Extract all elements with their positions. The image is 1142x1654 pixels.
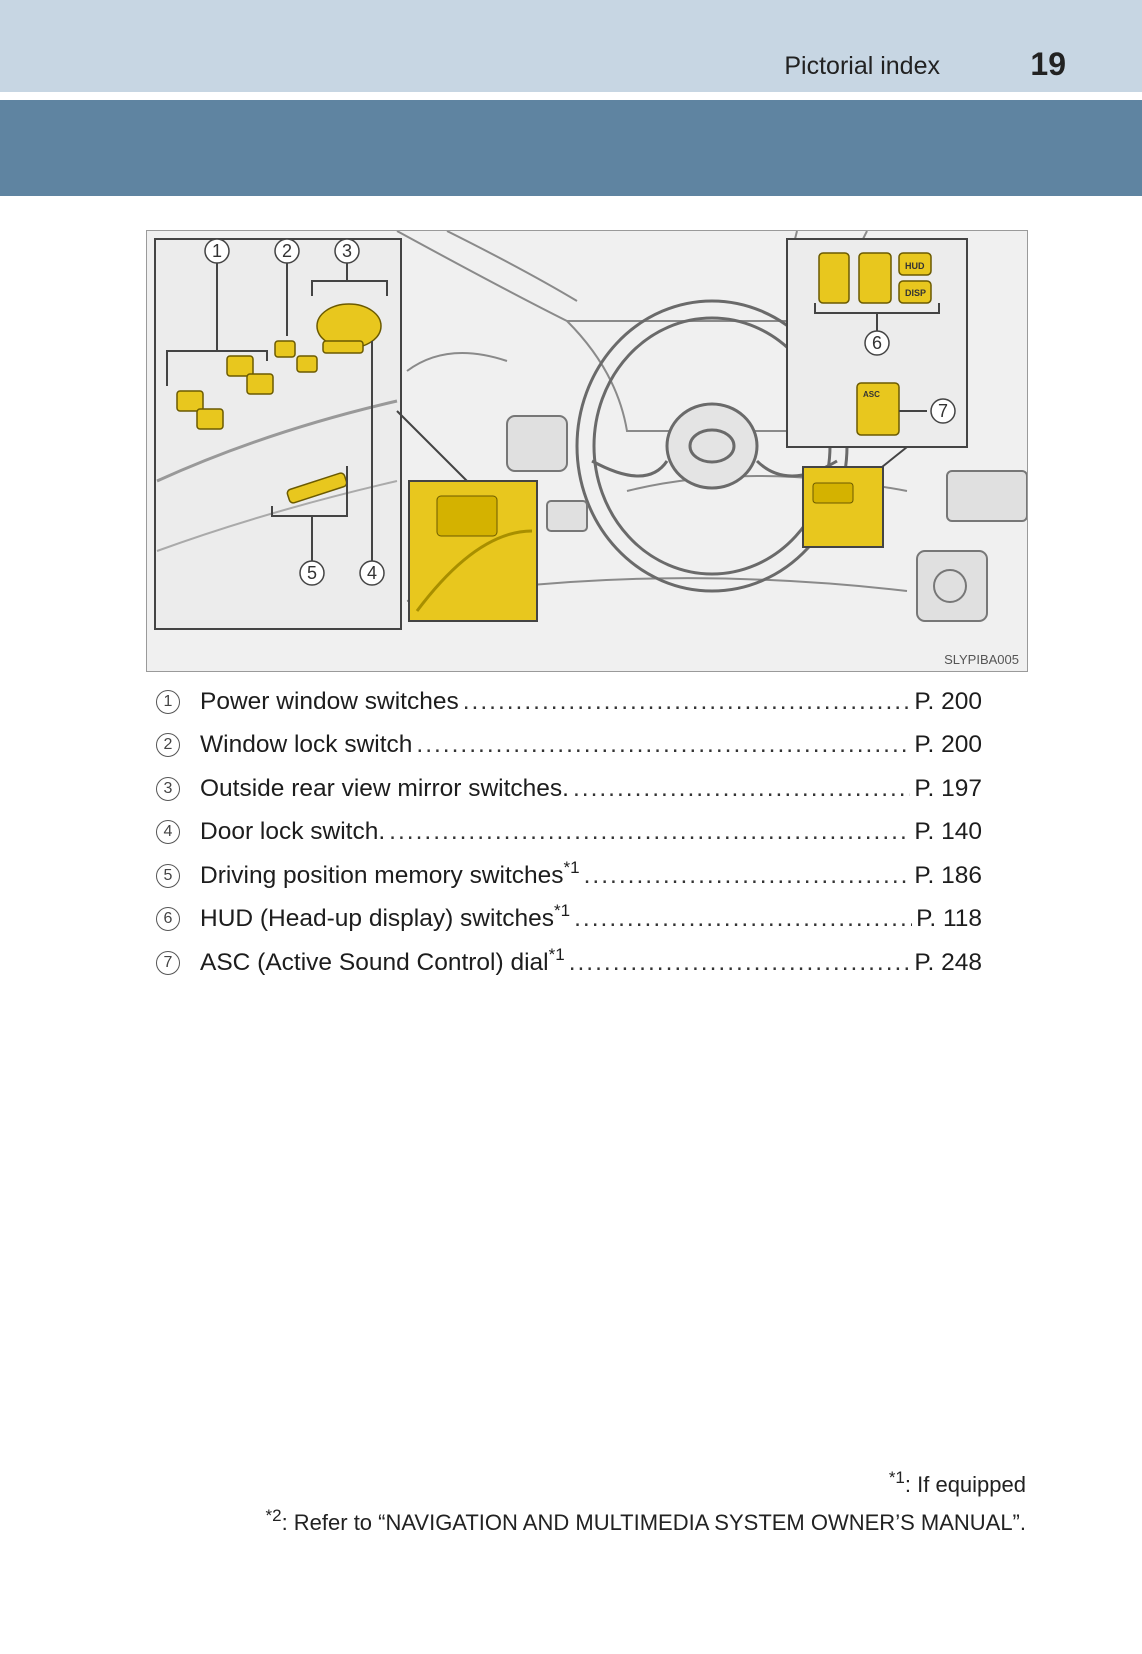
figure-id: SLYPIBA005 xyxy=(944,652,1019,667)
hud-switch-label: HUD xyxy=(905,261,925,271)
item-number: 5 xyxy=(156,863,180,888)
dot-leader xyxy=(584,862,911,890)
header-band xyxy=(0,0,1142,100)
item-label: ASC (Active Sound Control) dial*1 xyxy=(200,944,565,976)
item-number: 4 xyxy=(156,820,180,845)
item-label: HUD (Head-up display) switches*1 xyxy=(200,901,571,933)
list-item[interactable]: 7 ASC (Active Sound Control) dial*1 P. 2… xyxy=(156,941,982,985)
section-title: Pictorial index xyxy=(784,52,940,80)
item-number: 2 xyxy=(156,733,180,758)
door-panel-inset xyxy=(154,238,478,630)
list-item[interactable]: 2 Window lock switch P. 200 xyxy=(156,724,982,768)
footnote-2: *2: Refer to “NAVIGATION AND MULTIMEDIA … xyxy=(265,1506,1026,1535)
page-reference-link[interactable]: P. 200 xyxy=(914,731,982,759)
item-label: Power window switches xyxy=(200,687,459,715)
page-reference-link[interactable]: P. 248 xyxy=(914,948,982,976)
item-label: Window lock switch xyxy=(200,731,413,759)
header-divider xyxy=(0,92,1142,100)
item-number: 7 xyxy=(156,950,180,975)
callout-2: 2 xyxy=(282,241,292,261)
page-reference-link[interactable]: P. 186 xyxy=(914,861,982,889)
footnote-marker: *1 xyxy=(548,944,565,964)
footnote-marker: *1 xyxy=(563,857,580,877)
item-number: 3 xyxy=(156,776,180,801)
footnote-1: *1: If equipped xyxy=(888,1468,1026,1497)
asc-dial-label: ASC xyxy=(863,390,880,399)
cockpit-drawing: HUD DISP ASC 1 2 3 4 5 6 xyxy=(154,231,1027,630)
callout-7: 7 xyxy=(938,401,948,421)
list-item[interactable]: 6 HUD (Head-up display) switches*1 P. 11… xyxy=(156,898,982,942)
callout-6: 6 xyxy=(872,333,882,353)
callout-4: 4 xyxy=(367,563,377,583)
page-number: 19 xyxy=(1030,46,1066,82)
item-number: 6 xyxy=(156,907,180,932)
item-label: Driving position memory switches*1 xyxy=(200,857,580,889)
callout-1: 1 xyxy=(212,241,222,261)
item-label: Outside rear view mirror switches. xyxy=(200,774,569,802)
list-item[interactable]: 4 Door lock switch. P. 140 xyxy=(156,811,982,855)
list-item[interactable]: 1 Power window switches P. 200 xyxy=(156,680,982,724)
section-band xyxy=(0,100,1142,196)
callout-5: 5 xyxy=(307,563,317,583)
page-reference-link[interactable]: P. 200 xyxy=(914,687,982,715)
footnotes: *1: If equipped *2: Refer to “NAVIGATION… xyxy=(265,1466,1026,1542)
console-highlight xyxy=(802,466,884,548)
list-item[interactable]: 3 Outside rear view mirror switches. P. … xyxy=(156,767,982,811)
footnote-marker: *1 xyxy=(554,901,571,921)
dot-leader xyxy=(389,818,910,846)
page-reference-link[interactable]: P. 140 xyxy=(914,818,982,846)
dot-leader xyxy=(574,905,912,933)
dot-leader xyxy=(416,731,910,759)
door-highlight xyxy=(408,480,538,622)
dot-leader xyxy=(573,775,910,803)
cockpit-illustration: HUD DISP ASC 1 2 3 4 5 6 xyxy=(146,230,1028,672)
disp-switch-label: DISP xyxy=(905,288,926,298)
pictorial-index-list: 1 Power window switches P. 200 2 Window … xyxy=(156,680,982,985)
item-number: 1 xyxy=(156,689,180,714)
callout-3: 3 xyxy=(342,241,352,261)
dot-leader xyxy=(463,688,911,716)
page-reference-link[interactable]: P. 118 xyxy=(916,905,982,933)
page-reference-link[interactable]: P. 197 xyxy=(914,774,982,802)
item-label: Door lock switch. xyxy=(200,818,386,846)
list-item[interactable]: 5 Driving position memory switches*1 P. … xyxy=(156,854,982,898)
dot-leader xyxy=(569,949,911,977)
